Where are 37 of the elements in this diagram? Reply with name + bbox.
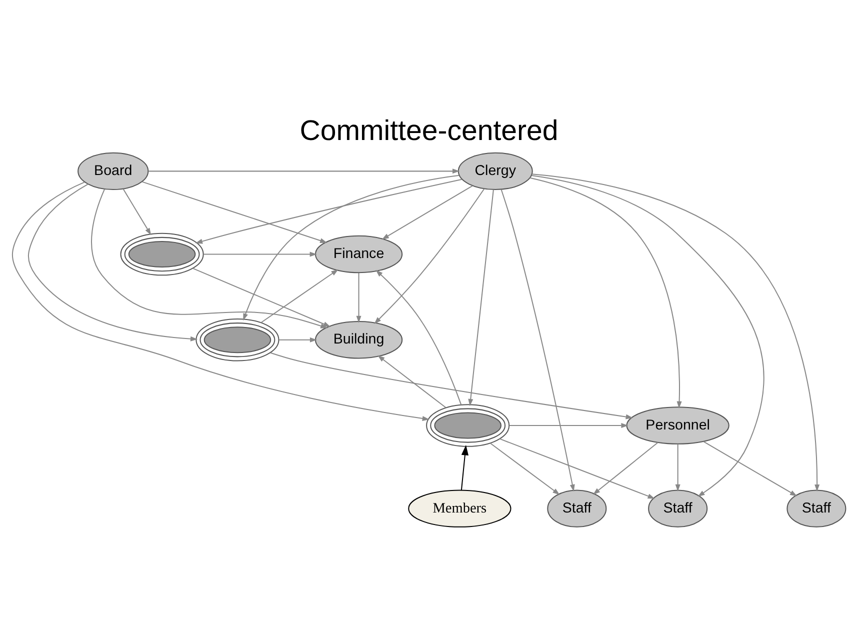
arrow [91,188,328,328]
arrow [382,184,473,240]
node-ellipse: Board [78,152,149,190]
arrow [28,183,198,341]
node-ellipse [196,318,280,361]
arrow [675,444,680,492]
node-ellipse: Clergy [458,152,533,190]
arrow [500,438,655,498]
arrow [260,268,338,323]
arrow [279,336,318,342]
arrow [532,174,764,496]
arrow [592,442,658,494]
arrow [378,354,446,408]
node-ellipse: Members [408,489,512,527]
arrow [195,178,462,244]
arrow [468,188,494,406]
arrow [12,181,430,420]
arrow [490,442,560,494]
arrow [703,440,798,496]
arrow [530,176,682,408]
arrow [376,269,462,404]
arrow [532,173,820,492]
arrow [356,272,362,322]
arrow [192,267,331,326]
diagram-title: Committee-centered [300,114,558,146]
arrow [374,188,485,324]
arrow [500,188,575,492]
node-ellipse [426,404,510,446]
arrow [204,251,317,256]
arrow [122,188,152,235]
node-ellipse: Finance [314,234,403,273]
arrow [270,352,633,419]
arrow [243,174,460,320]
arrow [460,444,468,490]
arrow [148,168,460,174]
arrow [509,422,628,428]
arrow [142,180,328,242]
